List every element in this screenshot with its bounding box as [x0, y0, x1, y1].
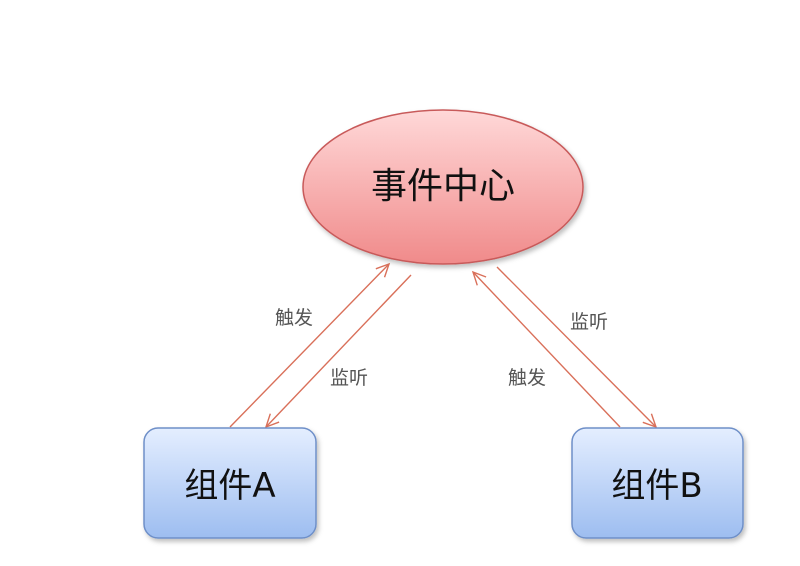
node-component-a: 组件A [143, 427, 317, 539]
node-component-b: 组件B [571, 427, 744, 539]
node-event-center-label: 事件中心 [371, 166, 515, 207]
node-component-b-label: 组件B [611, 466, 702, 506]
edge-a-trigger-label: 触发 [275, 307, 313, 329]
edge-b-listen-label: 监听 [570, 311, 608, 333]
node-event-center: 事件中心 [302, 109, 584, 265]
arrow-b-trigger [471, 270, 621, 428]
edge-b-trigger-label: 触发 [508, 367, 546, 389]
edge-a-listen-label: 监听 [330, 367, 368, 389]
arrows-group [229, 262, 658, 429]
arrow-a-listen [264, 274, 412, 429]
node-component-a-label: 组件A [184, 466, 275, 506]
arrow-b-listen [496, 266, 658, 429]
arrow-a-trigger [229, 262, 391, 428]
